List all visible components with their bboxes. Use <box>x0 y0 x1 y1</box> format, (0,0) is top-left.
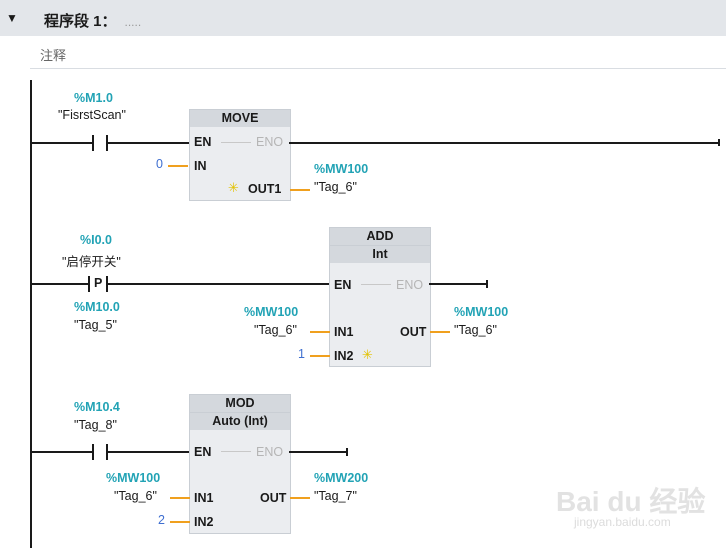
add-block-title: ADD <box>330 228 430 245</box>
pin-en[interactable]: EN <box>334 278 352 292</box>
in2-wire <box>310 355 330 357</box>
contact-address[interactable]: %M1.0 <box>74 91 113 105</box>
out-tag[interactable]: "Tag_7" <box>314 489 357 503</box>
network-title: 程序段 1：..... <box>44 10 141 31</box>
out-tag[interactable]: "Tag_6" <box>314 180 357 194</box>
contact-right-bar[interactable] <box>106 276 108 292</box>
pin-in1[interactable]: IN1 <box>334 325 354 339</box>
rung-end <box>346 448 348 456</box>
pin-en[interactable]: EN <box>194 445 212 459</box>
rung-wire <box>32 142 92 144</box>
sparkle-icon: ✳ <box>228 180 239 195</box>
in-wire <box>168 165 188 167</box>
contact-right-bar[interactable] <box>106 135 108 151</box>
in2-wire <box>170 521 190 523</box>
in1-tag[interactable]: "Tag_6" <box>114 489 157 503</box>
network-header <box>0 0 726 36</box>
pin-out[interactable]: OUT <box>260 491 287 505</box>
in1-wire <box>170 497 190 499</box>
watermark-logo: Bai du 经验 <box>556 486 706 517</box>
en-eno-link <box>221 142 251 143</box>
in2-value[interactable]: 1 <box>298 347 305 361</box>
contact-left-bar[interactable] <box>92 135 94 151</box>
out-wire <box>290 189 310 191</box>
pin-out1[interactable]: OUT1 <box>248 182 282 196</box>
out-address[interactable]: %MW200 <box>314 471 369 485</box>
pin-en[interactable]: EN <box>194 135 212 149</box>
pin-eno[interactable]: ENO <box>256 135 284 149</box>
triangle-down-icon[interactable]: ▼ <box>6 11 18 25</box>
add-block-type[interactable]: Int <box>330 245 430 263</box>
contact-address[interactable]: %M10.4 <box>74 400 120 414</box>
contact-tag[interactable]: "FisrstScan" <box>58 108 126 122</box>
rung-wire <box>289 451 347 453</box>
out-address[interactable]: %MW100 <box>314 162 369 176</box>
mod-block-type[interactable]: Auto (Int) <box>190 412 290 430</box>
pin-eno[interactable]: ENO <box>256 445 284 459</box>
out-tag[interactable]: "Tag_6" <box>454 323 497 337</box>
pin-eno[interactable]: ENO <box>396 278 424 292</box>
contact-tag[interactable]: "启停开关" <box>62 255 121 269</box>
move-block-title: MOVE <box>190 110 290 127</box>
network-title-text: 程序段 1： <box>44 13 117 30</box>
pin-in2[interactable]: IN2 <box>194 515 214 529</box>
sparkle-icon: ✳ <box>362 347 373 362</box>
mod-block-title: MOD <box>190 395 290 412</box>
in1-wire <box>310 331 330 333</box>
contact-right-bar[interactable] <box>106 444 108 460</box>
rung-end <box>486 280 488 288</box>
power-rail <box>30 80 32 548</box>
rung-wire <box>108 142 190 144</box>
in2-value[interactable]: 2 <box>158 513 165 527</box>
pin-in[interactable]: IN <box>194 159 207 173</box>
en-eno-link <box>361 284 391 285</box>
contact-tag[interactable]: "Tag_8" <box>74 418 117 432</box>
network-title-placeholder[interactable]: ..... <box>124 15 142 29</box>
in1-tag[interactable]: "Tag_6" <box>254 323 297 337</box>
pin-in2[interactable]: IN2 <box>334 349 354 363</box>
watermark-url: jingyan.baidu.com <box>574 515 671 529</box>
rung-wire <box>108 451 190 453</box>
rung-wire <box>32 451 92 453</box>
comment-label: 注释 <box>40 48 67 63</box>
en-eno-link <box>221 451 251 452</box>
out-wire <box>430 331 450 333</box>
rung-end <box>718 139 720 146</box>
out-address[interactable]: %MW100 <box>454 305 509 319</box>
contact-left-bar[interactable] <box>88 276 90 292</box>
pin-in1[interactable]: IN1 <box>194 491 214 505</box>
comment-row[interactable]: 注释 <box>30 40 726 69</box>
rung-wire <box>32 283 88 285</box>
in1-address[interactable]: %MW100 <box>244 305 299 319</box>
pin-out[interactable]: OUT <box>400 325 427 339</box>
rung-wire <box>108 283 330 285</box>
edge-memory-tag[interactable]: "Tag_5" <box>74 318 117 332</box>
contact-left-bar[interactable] <box>92 444 94 460</box>
add-block[interactable]: ADD Int <box>329 227 431 367</box>
move-block[interactable]: MOVE <box>189 109 291 201</box>
contact-p-label[interactable]: P <box>94 276 103 290</box>
rung-wire <box>289 142 720 144</box>
rung-wire <box>429 283 487 285</box>
out-wire <box>290 497 310 499</box>
contact-address[interactable]: %I0.0 <box>80 233 112 247</box>
in-value[interactable]: 0 <box>156 157 163 171</box>
mod-block[interactable]: MOD Auto (Int) <box>189 394 291 534</box>
edge-memory-address[interactable]: %M10.0 <box>74 300 120 314</box>
in1-address[interactable]: %MW100 <box>106 471 161 485</box>
